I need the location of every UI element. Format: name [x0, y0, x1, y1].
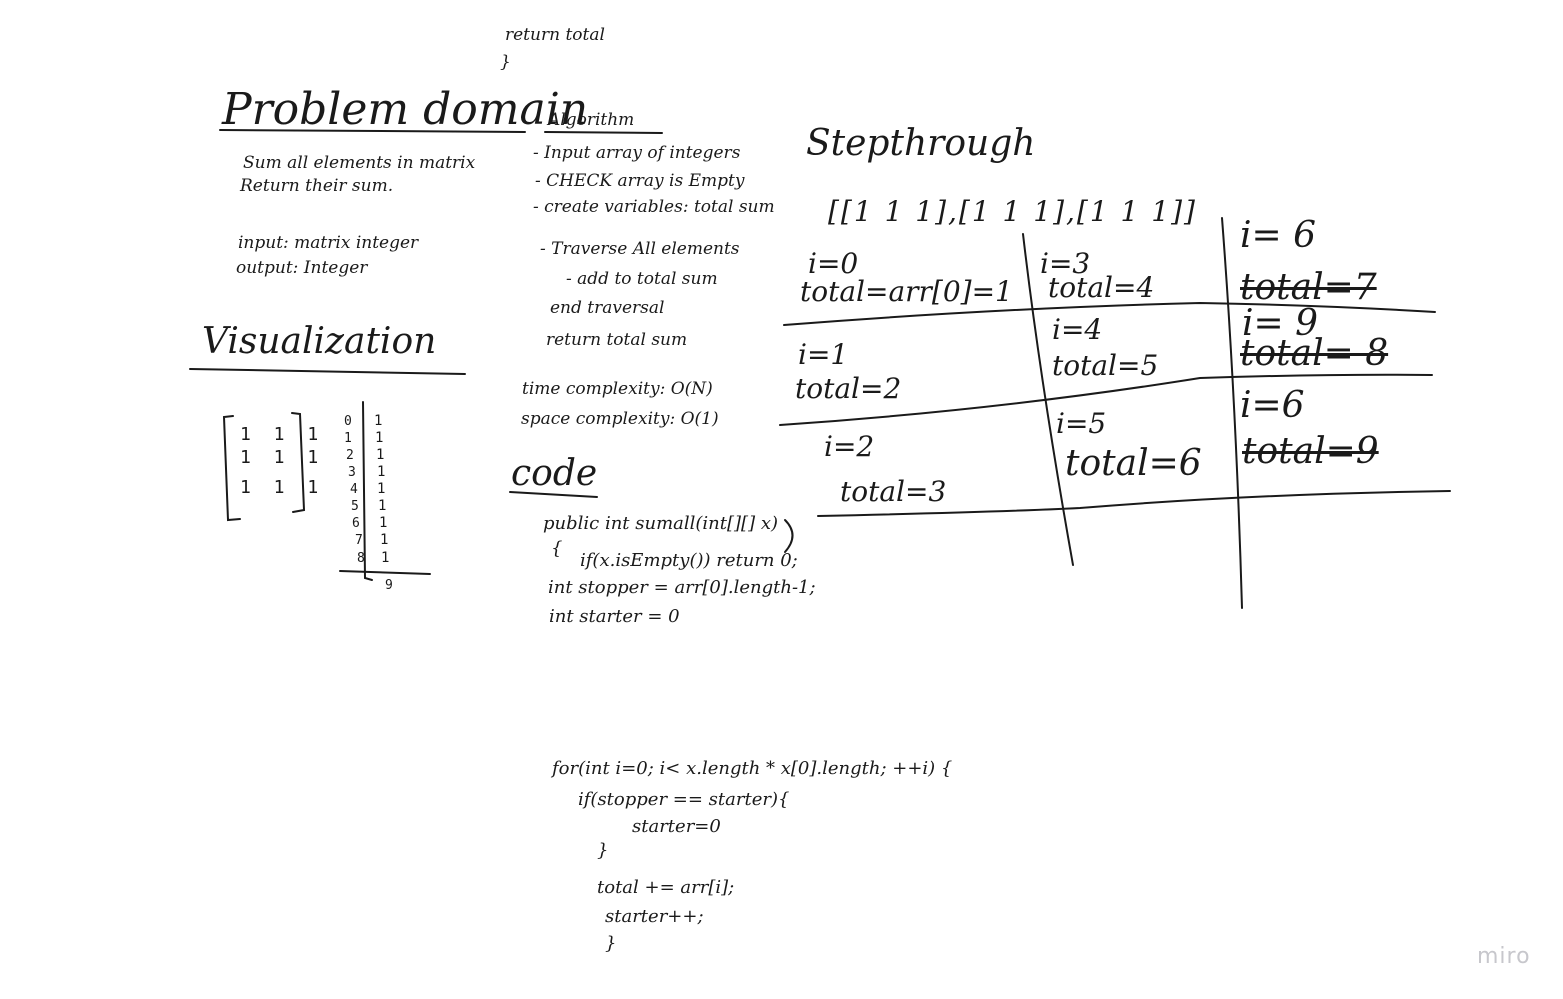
value-one: 1	[375, 430, 384, 446]
grid-hline-3	[817, 490, 1451, 517]
step-i-value: i= 6	[1240, 215, 1317, 256]
time-complexity: time complexity: O(N)	[522, 379, 713, 399]
grid-vline-1	[1022, 233, 1074, 566]
code-line: if(x.isEmpty()) return 0;	[580, 550, 798, 571]
code-line: int stopper = arr[0].length-1;	[548, 577, 816, 598]
value-one: 1	[380, 532, 389, 548]
problem-description-2: Return their sum.	[240, 176, 394, 196]
space-complexity: space complexity: O(1)	[521, 409, 719, 429]
step-i-value: i=5	[1056, 407, 1107, 440]
index-label: 5	[351, 499, 359, 514]
step-total-value: total=3	[840, 475, 947, 508]
algorithm-step: - CHECK array is Empty	[535, 171, 745, 191]
index-label: 3	[348, 465, 356, 480]
grid-hline-1	[783, 301, 1436, 326]
step-total-value: total=9	[1242, 431, 1379, 472]
loop-line: }	[605, 933, 617, 954]
value-one: 1	[379, 515, 388, 531]
step-i-value: i=6	[1240, 385, 1305, 426]
step-total-value: total= 8	[1240, 333, 1389, 374]
miro-logo: miro	[1477, 944, 1531, 969]
index-label: 2	[346, 448, 354, 463]
algorithm-step: - add to total sum	[566, 269, 718, 289]
stepthrough-array: [[1 1 1],[1 1 1],[1 1 1]]	[828, 195, 1197, 228]
matrix-right-bracket	[291, 412, 306, 513]
algorithm-underline	[544, 131, 663, 134]
value-one: 1	[374, 413, 383, 429]
matrix-row-2: 1 1 1	[240, 447, 325, 468]
index-label: 6	[352, 516, 360, 531]
value-one: 1	[376, 447, 385, 463]
loop-line: }	[597, 840, 609, 861]
loop-line: for(int i=0; i< x.length * x[0].length; …	[552, 758, 953, 779]
index-label: 1	[344, 431, 352, 446]
index-label: 4	[350, 482, 358, 497]
problem-domain-underline	[219, 129, 526, 133]
step-i-value: i=1	[798, 338, 849, 371]
step-total-value: total=7	[1240, 267, 1377, 308]
step-i-value: i=4	[1052, 313, 1103, 346]
visualization-underline	[189, 368, 466, 375]
code-title: code	[511, 453, 598, 494]
problem-output: output: Integer	[236, 258, 368, 278]
algorithm-step: - Traverse All elements	[540, 239, 740, 259]
top-brace: }	[500, 52, 511, 72]
grid-vline-2	[1221, 217, 1243, 609]
index-sum-line	[339, 570, 431, 575]
step-total-value: total=5	[1052, 349, 1159, 382]
step-i-value: i= 9	[1242, 303, 1319, 344]
algorithm-title: Algorithm	[548, 110, 635, 130]
value-one: 1	[377, 464, 386, 480]
loop-line: starter++;	[605, 906, 704, 927]
index-divider	[362, 401, 373, 581]
step-i-value: i=0	[808, 247, 859, 280]
step-i-value: i=3	[1040, 247, 1091, 280]
algorithm-step: - create variables: total sum	[533, 197, 775, 217]
matrix-row-3: 1 1 1	[240, 477, 325, 498]
problem-domain-title: Problem domain	[222, 84, 589, 135]
value-one: 1	[381, 550, 390, 566]
loop-line: total += arr[i];	[597, 877, 735, 898]
algorithm-step: - Input array of integers	[533, 143, 741, 163]
visualization-title: Visualization	[202, 321, 437, 362]
value-one: 1	[377, 481, 386, 497]
matrix-row-1: 1 1 1	[240, 424, 325, 445]
algorithm-step: return total sum	[546, 330, 688, 350]
code-line: public int sumall(int[][] x)	[543, 513, 778, 534]
step-total-value: total=4	[1048, 271, 1155, 304]
loop-line: if(stopper == starter){	[578, 789, 790, 810]
step-i-value: i=2	[824, 430, 875, 463]
code-line: {	[551, 538, 563, 559]
sum-total-label: 9	[385, 578, 393, 593]
value-one: 1	[378, 498, 387, 514]
stepthrough-title: Stepthrough	[806, 123, 1036, 164]
problem-input: input: matrix integer	[238, 233, 419, 253]
index-label: 0	[344, 414, 352, 429]
step-total-value: total=2	[795, 372, 902, 405]
top-return-text: return total	[505, 25, 605, 45]
problem-description-1: Sum all elements in matrix	[243, 153, 476, 173]
grid-hline-2	[779, 373, 1433, 426]
index-label: 7	[355, 533, 363, 548]
step-total-value: total=6	[1065, 443, 1202, 484]
code-underline	[509, 491, 598, 498]
matrix-left-bracket	[222, 415, 241, 522]
code-line: int starter = 0	[549, 606, 680, 627]
code-paren	[784, 519, 794, 553]
index-label: 8	[357, 551, 365, 566]
loop-line: starter=0	[632, 816, 721, 837]
algorithm-step: end traversal	[550, 298, 665, 318]
step-total-value: total=arr[0]=1	[800, 275, 1013, 308]
